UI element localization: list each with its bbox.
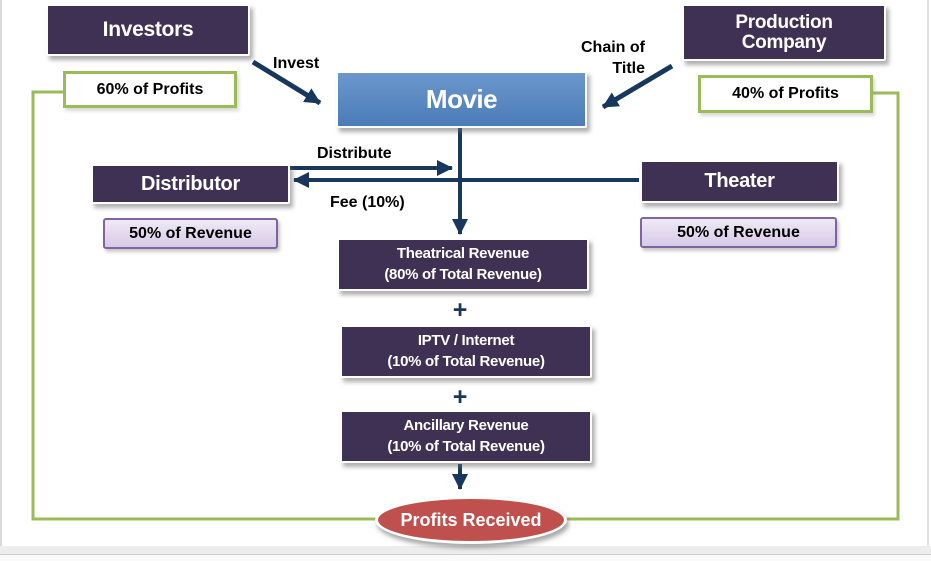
plus-sign-2: + [452,383,468,411]
node-theater: Theater [640,160,839,203]
chain-line1: Chain of [581,39,645,56]
right-revenue-label: 50% of Revenue [677,223,800,241]
chain-of-title-arrow [601,63,674,110]
node-production-company: Production Company [682,4,886,61]
left-revenue-box: 50% of Revenue [103,218,278,249]
profits-received-label: Profits Received [400,509,542,530]
left-profit-box: 60% of Profits [63,71,237,108]
node-investors: Investors [46,4,250,56]
plus-sign-1: + [452,296,468,324]
invest-arrow [251,59,322,106]
node-theatrical-revenue: Theatrical Revenue (80% of Total Revenue… [337,238,589,291]
distribute-label: Distribute [317,145,392,162]
node-theater-label: Theater [704,170,775,192]
node-movie: Movie [336,71,587,128]
chain-of-title-label: Chain of Title [555,38,645,80]
node-profits-received: Profits Received [375,496,567,544]
fee-label: Fee (10%) [330,194,405,211]
right-profit-label: 40% of Profits [732,85,839,102]
right-revenue-box: 50% of Revenue [640,217,837,248]
slide-left-edge [0,0,2,547]
chain-line2: Title [612,59,645,77]
node-production-company-label: Production Company [735,11,833,53]
theatrical-title: Theatrical Revenue [396,245,530,263]
invest-label: Invest [273,55,320,72]
node-iptv-internet: IPTV / Internet (10% of Total Revenue) [340,325,592,378]
left-profit-label: 60% of Profits [96,80,204,98]
slide-right-edge [927,0,929,547]
slide-bottom-edge [0,546,931,555]
node-distributor: Distributor [91,164,290,204]
iptv-subtitle: (10% of Total Revenue) [387,352,545,370]
right-profit-box: 40% of Profits [698,75,873,113]
theatrical-subtitle: (80% of Total Revenue) [384,265,542,283]
production-line2: Company [741,31,827,53]
ancillary-subtitle: (10% of Total Revenue) [387,437,545,455]
production-line1: Production [735,11,833,33]
ancillary-title: Ancillary Revenue [403,417,529,435]
node-movie-label: Movie [425,84,498,114]
left-revenue-label: 50% of Revenue [129,224,252,242]
node-investors-label: Investors [102,18,194,41]
slide-bottom-margin [0,555,931,561]
node-ancillary-revenue: Ancillary Revenue (10% of Total Revenue) [340,410,592,463]
node-distributor-label: Distributor [141,172,240,195]
iptv-title: IPTV / Internet [417,332,515,350]
